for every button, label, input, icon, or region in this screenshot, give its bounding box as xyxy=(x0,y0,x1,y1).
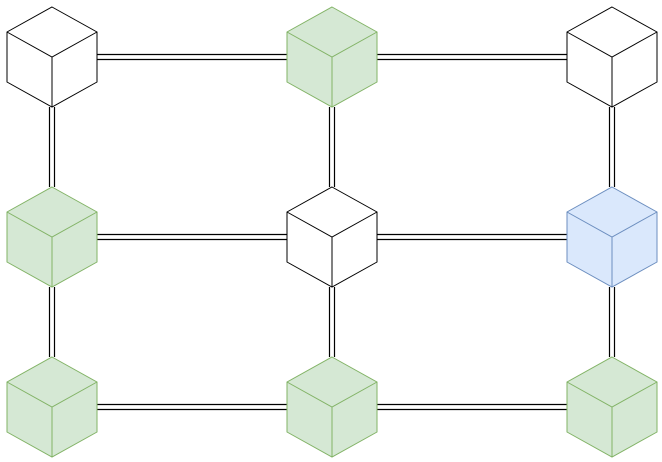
links-layer xyxy=(48,53,616,411)
cube-node-r3-c2[interactable] xyxy=(286,356,378,458)
link-node-r2-c2-to-node-r3-c2 xyxy=(328,287,336,357)
cube-node-r2-c3[interactable] xyxy=(566,186,658,288)
cube-node-r2-c1[interactable] xyxy=(6,186,98,288)
cube-node-r2-c2[interactable] xyxy=(286,186,378,288)
nodes-layer xyxy=(6,6,658,458)
link-node-r2-c1-to-node-r2-c2 xyxy=(97,233,287,241)
link-node-r2-c1-to-node-r3-c1 xyxy=(48,287,56,357)
link-node-r3-c2-to-node-r3-c3 xyxy=(377,403,567,411)
link-node-r2-c3-to-node-r3-c3 xyxy=(608,287,616,357)
cube-node-r1-c3[interactable] xyxy=(566,6,658,108)
link-node-r2-c2-to-node-r2-c3 xyxy=(377,233,567,241)
link-node-r1-c2-to-node-r2-c2 xyxy=(328,107,336,187)
link-node-r1-c1-to-node-r2-c1 xyxy=(48,107,56,187)
cube-node-r1-c2[interactable] xyxy=(286,6,378,108)
cube-node-r3-c1[interactable] xyxy=(6,356,98,458)
link-node-r3-c1-to-node-r3-c2 xyxy=(97,403,287,411)
link-node-r1-c2-to-node-r1-c3 xyxy=(377,53,567,61)
link-node-r1-c3-to-node-r2-c3 xyxy=(608,107,616,187)
cube-node-r1-c1[interactable] xyxy=(6,6,98,108)
cube-node-r3-c3[interactable] xyxy=(566,356,658,458)
link-node-r1-c1-to-node-r1-c2 xyxy=(97,53,287,61)
